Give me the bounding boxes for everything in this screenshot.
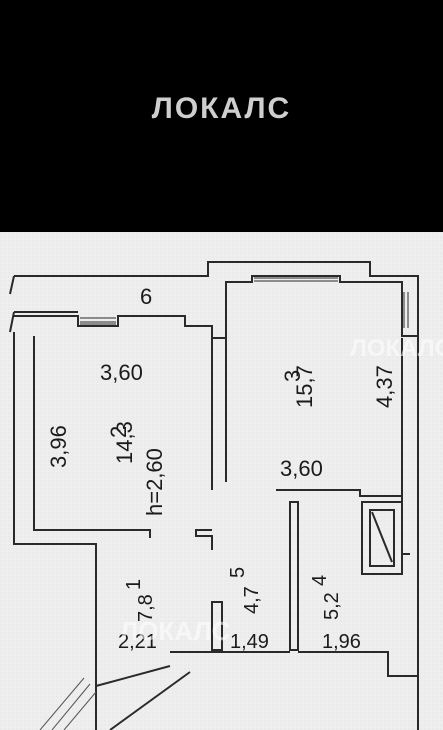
walls [9,261,419,730]
entry-walls [95,665,191,730]
room5-width: 1,49 [230,631,269,653]
balcony-outline [14,261,419,324]
watermark-top: ЛОКАЛС [350,335,443,362]
room2-width: 3,60 [100,360,143,385]
room1-area: 7,8 [135,594,157,622]
room3-number: 3 [280,370,305,382]
room3-length: 4,37 [372,365,397,408]
wall-stub [211,601,223,651]
outer-left-wall [13,332,97,730]
bath-box [361,501,403,575]
brand-logo: ЛОКАЛС [151,92,292,125]
room1-width: 2,21 [118,631,157,653]
room3-width: 3,60 [280,456,323,481]
paper-background [0,232,443,730]
watermark-bottom: ЛОКАЛС [120,616,231,646]
room3-bottom-wall [276,489,402,497]
room4-number: 4 [309,575,331,586]
wall-bath-wc [289,501,299,651]
header-banner: ЛОКАЛС [0,0,443,232]
room6-number: 6 [140,284,152,309]
room2-number: 2 [106,426,131,438]
room2-left-bottom-wall [33,336,151,538]
room4-area: 5,2 [321,592,343,620]
floor-plan: 6 3,60 3,96 2 14,3 h=2,60 3 15,7 4,37 3,… [0,232,443,730]
room2-length: 3,96 [46,425,71,468]
partition-left [211,338,227,490]
room-labels: 6 3,60 3,96 2 14,3 h=2,60 3 15,7 4,37 3,… [46,284,397,653]
floor-plan-drawing: 6 3,60 3,96 2 14,3 h=2,60 3 15,7 4,37 3,… [0,232,443,730]
windows [80,277,409,328]
room2-top-wall [14,315,213,338]
room1-number: 1 [123,579,145,590]
room5-number: 5 [227,567,249,578]
room3-top-wall [212,275,418,339]
bottom-inner-wall [170,651,418,677]
room2-area: 14,3 [112,421,137,464]
room4-width: 1,96 [322,631,361,653]
room3-area: 15,7 [292,365,317,408]
entry-hatch [39,677,97,730]
room2-height: h=2,60 [142,448,167,516]
room5-area: 4,7 [241,586,263,614]
bathtub [369,509,395,567]
